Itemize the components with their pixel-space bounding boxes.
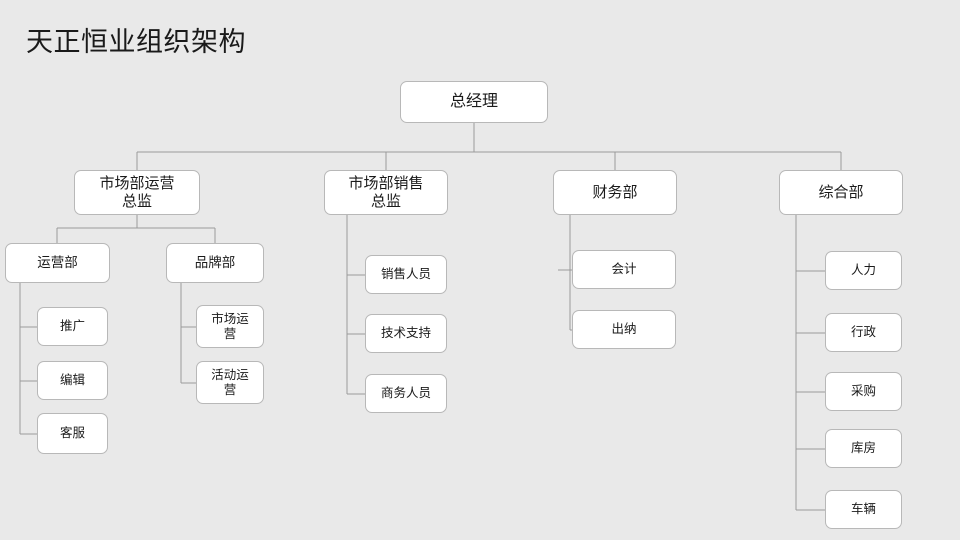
node-event-operations[interactable]: 活动运 营 [196, 361, 264, 404]
node-procurement[interactable]: 采购 [825, 372, 902, 411]
node-editing[interactable]: 编辑 [37, 361, 108, 400]
node-vehicle[interactable]: 车辆 [825, 490, 902, 529]
node-cashier[interactable]: 出纳 [572, 310, 676, 349]
node-label: 市场部销售 总监 [348, 174, 424, 210]
node-dept-general[interactable]: 综合部 [779, 170, 903, 215]
node-label: 人力 [850, 263, 876, 278]
node-accountant[interactable]: 会计 [572, 250, 676, 289]
node-promotion[interactable]: 推广 [37, 307, 108, 346]
node-tech-support[interactable]: 技术支持 [365, 314, 447, 353]
node-dept-finance[interactable]: 财务部 [553, 170, 677, 215]
node-brand-dept[interactable]: 品牌部 [166, 243, 264, 283]
node-label: 推广 [59, 319, 85, 334]
node-label: 总经理 [449, 92, 498, 110]
page-title: 天正恒业组织架构 [26, 27, 246, 57]
node-label: 行政 [850, 325, 876, 340]
node-label: 销售人员 [380, 267, 431, 282]
node-label: 会计 [611, 262, 637, 277]
node-label: 运营部 [37, 255, 78, 271]
node-label: 商务人员 [380, 386, 431, 401]
node-customer-service[interactable]: 客服 [37, 413, 108, 454]
node-label: 财务部 [592, 183, 638, 201]
node-label: 市场部运营 总监 [99, 174, 175, 210]
node-label: 采购 [850, 384, 876, 399]
node-dir-ops[interactable]: 市场部运营 总监 [74, 170, 200, 215]
node-label: 出纳 [611, 322, 637, 337]
node-label: 车辆 [850, 502, 876, 517]
node-market-operations[interactable]: 市场运 营 [196, 305, 264, 348]
node-label: 品牌部 [194, 255, 236, 271]
node-sales-staff[interactable]: 销售人员 [365, 255, 447, 294]
node-label: 客服 [59, 426, 85, 441]
node-root[interactable]: 总经理 [400, 81, 548, 123]
node-warehouse[interactable]: 库房 [825, 429, 902, 468]
node-label: 技术支持 [380, 326, 431, 341]
node-label: 活动运 营 [211, 367, 249, 397]
node-operations-dept[interactable]: 运营部 [5, 243, 110, 283]
node-hr[interactable]: 人力 [825, 251, 902, 290]
node-dir-sales[interactable]: 市场部销售 总监 [324, 170, 448, 215]
node-administration[interactable]: 行政 [825, 313, 902, 352]
node-business-staff[interactable]: 商务人员 [365, 374, 447, 413]
node-label: 库房 [850, 441, 876, 456]
node-label: 市场运 营 [211, 311, 249, 341]
node-label: 编辑 [59, 373, 85, 388]
node-label: 综合部 [818, 183, 864, 201]
